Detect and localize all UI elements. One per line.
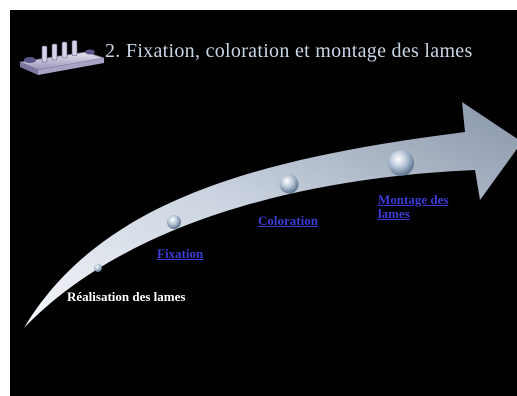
step-link-fixation[interactable]: Fixation [157,246,204,261]
step-link-montage[interactable]: Montage des lames [378,192,449,221]
step-bubble-coloration [279,174,299,194]
step-link-coloration[interactable]: Coloration [258,213,318,228]
step-bubble-montage [388,150,414,176]
slide: 2. Fixation, coloration et montage des l… [10,10,517,396]
microscope-slides-icon [18,40,105,75]
step-bubble-fixation [167,215,181,229]
process-arrow [24,102,517,328]
slide-title: 2. Fixation, coloration et montage des l… [105,40,473,62]
step-bubble-realisation [94,264,102,272]
step-label-realisation: Réalisation des lames [67,289,186,304]
